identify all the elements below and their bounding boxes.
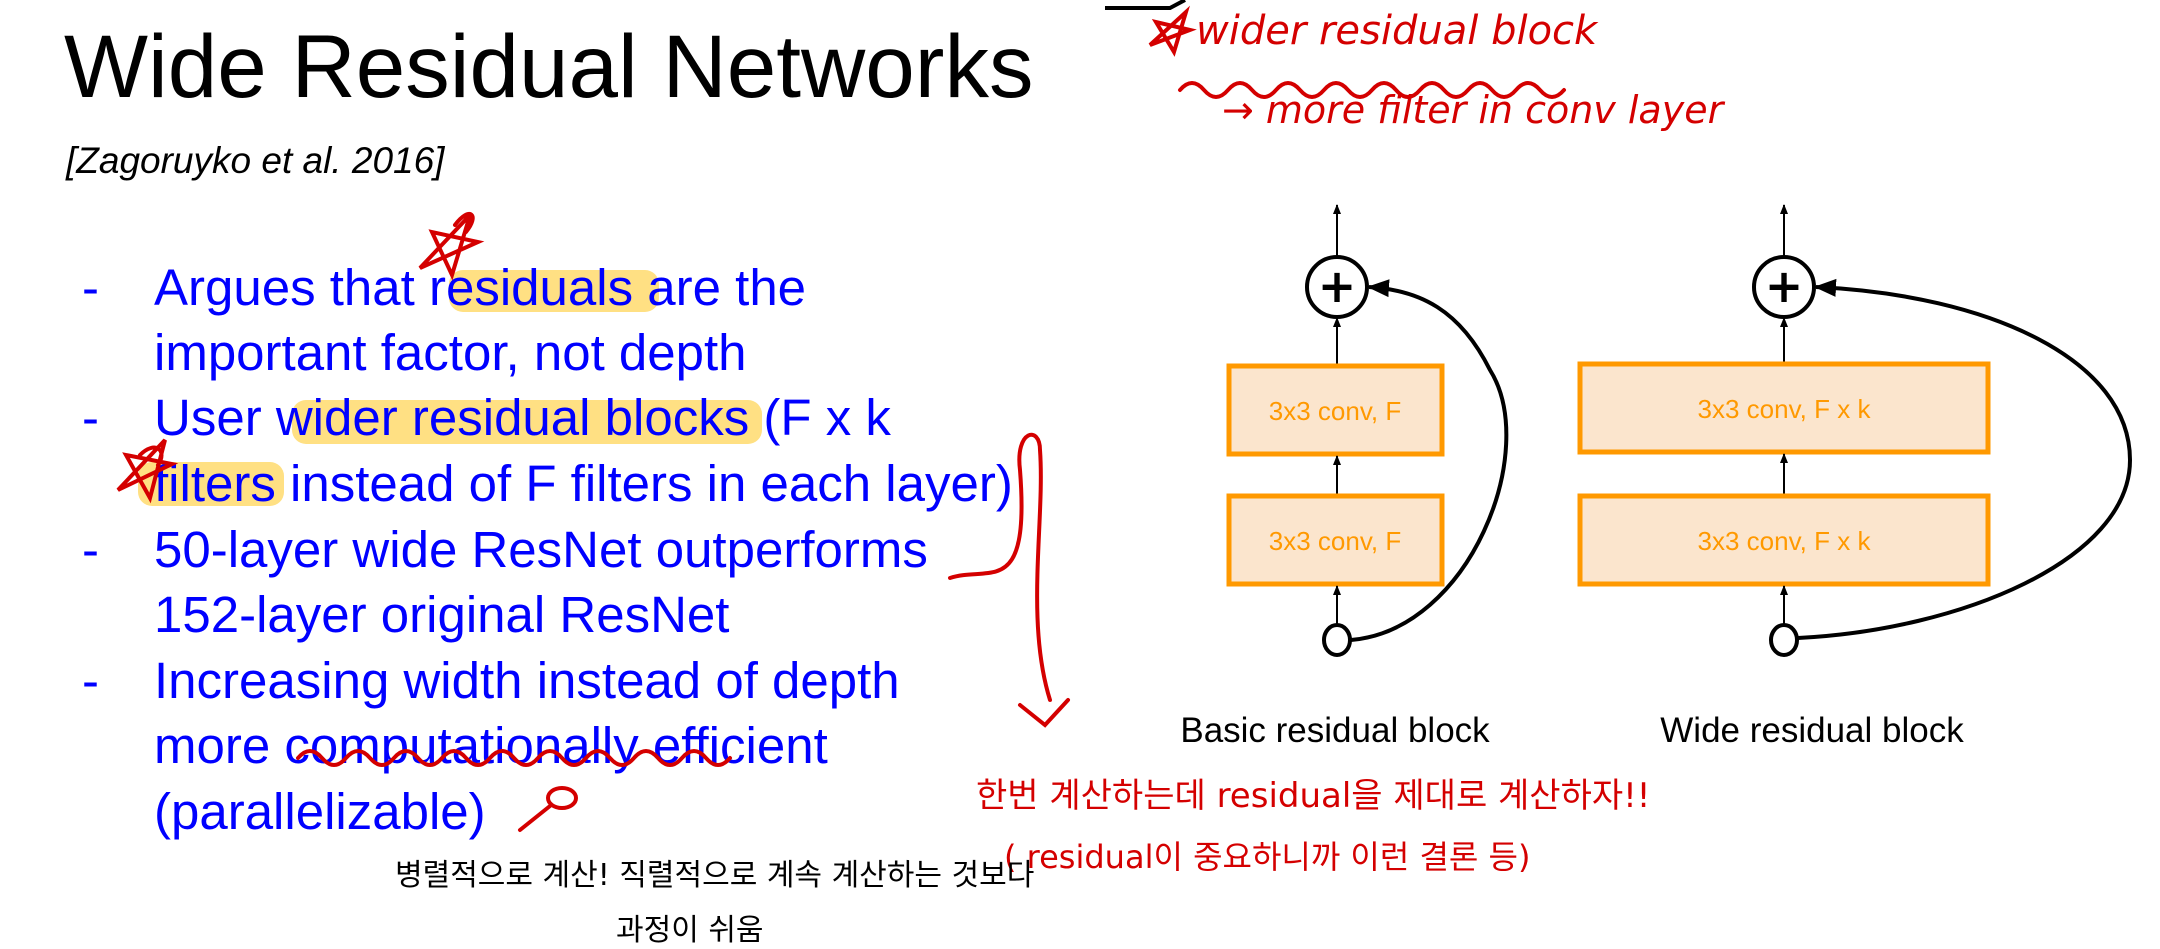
wavy-underline bbox=[1178, 81, 1566, 99]
diagram-label: Wide residual block bbox=[1660, 711, 1964, 750]
bullet-2-line-1: User wider residual blocks (F x k bbox=[154, 389, 891, 446]
conv-box-top bbox=[1226, 363, 1445, 457]
bullet-4-line-2: more computationally efficient bbox=[154, 717, 828, 774]
star-icon bbox=[116, 438, 179, 504]
bullet-dash: - bbox=[82, 259, 99, 316]
note-red-1: 한번 계산하는데 residual을 제대로 계산하자!! bbox=[976, 776, 1651, 816]
conv-label: 3x3 conv, F bbox=[1269, 396, 1401, 426]
bullet-1-line-2: important factor, not depth bbox=[154, 324, 747, 381]
highlight-residuals bbox=[449, 270, 659, 312]
note-red-2: ( residual이 중요하니까 이런 결론 등) bbox=[1004, 838, 1531, 876]
bullet-4-line-1: Increasing width instead of depth bbox=[154, 652, 900, 709]
conv-label: 3x3 conv, F x k bbox=[1698, 526, 1872, 556]
basic-residual-block: + 3x3 conv, F 3x3 conv, F Basic residual… bbox=[1180, 204, 1509, 750]
conv-box-bottom bbox=[1577, 493, 1991, 587]
skip-connection bbox=[1797, 278, 2133, 640]
ink-fragment bbox=[1105, 0, 1186, 10]
arrow-curve bbox=[948, 432, 1052, 702]
bullet-dash: - bbox=[82, 521, 99, 578]
conv-label: 3x3 conv, F x k bbox=[1698, 394, 1872, 424]
ink-annotations bbox=[116, 5, 1566, 832]
bullet-4-line-3: (parallelizable) bbox=[154, 783, 486, 840]
wavy-underline bbox=[296, 749, 732, 767]
note-black-1: 병렬적으로 계산! 직렬적으로 계속 계산하는 것보다 bbox=[395, 858, 1035, 893]
plus-icon: + bbox=[1318, 259, 1357, 313]
input-node bbox=[1769, 623, 1799, 657]
star-icon bbox=[1148, 5, 1197, 57]
arrow-head bbox=[1018, 698, 1070, 728]
note-black-2: 과정이 쉬움 bbox=[616, 913, 764, 948]
bullet-dash: - bbox=[82, 389, 99, 446]
bullet-dash: - bbox=[82, 652, 99, 709]
wide-residual-block: + 3x3 conv, F x k 3x3 conv, F x k Wide r… bbox=[1577, 204, 2133, 750]
citation: [Zagoruyko et al. 2016] bbox=[66, 140, 445, 181]
conv-label: 3x3 conv, F bbox=[1269, 526, 1401, 556]
input-node bbox=[1322, 623, 1352, 657]
note-wider-residual-block: wider residual block bbox=[1196, 8, 1598, 54]
bullet-3-line-1: 50-layer wide ResNet outperforms bbox=[154, 521, 928, 578]
pointer-line bbox=[518, 804, 552, 832]
circle-mark bbox=[546, 786, 578, 810]
skip-connection bbox=[1350, 279, 1509, 642]
diagram-label: Basic residual block bbox=[1180, 711, 1490, 750]
note-more-filter: → more filter in conv layer bbox=[1222, 88, 1724, 132]
conv-box-bottom bbox=[1226, 493, 1445, 587]
plus-icon: + bbox=[1765, 259, 1804, 313]
highlight-wider-residual-blocks bbox=[292, 400, 762, 444]
conv-box-top bbox=[1577, 361, 1991, 455]
bullet-2-line-2: filters instead of F filters in each lay… bbox=[154, 455, 1013, 512]
slide-title: Wide Residual Networks bbox=[64, 16, 1034, 116]
star-icon bbox=[418, 212, 485, 281]
bullet-3-line-2: 152-layer original ResNet bbox=[154, 586, 730, 643]
bullet-1-line-1: Argues that residuals are the bbox=[154, 259, 807, 316]
